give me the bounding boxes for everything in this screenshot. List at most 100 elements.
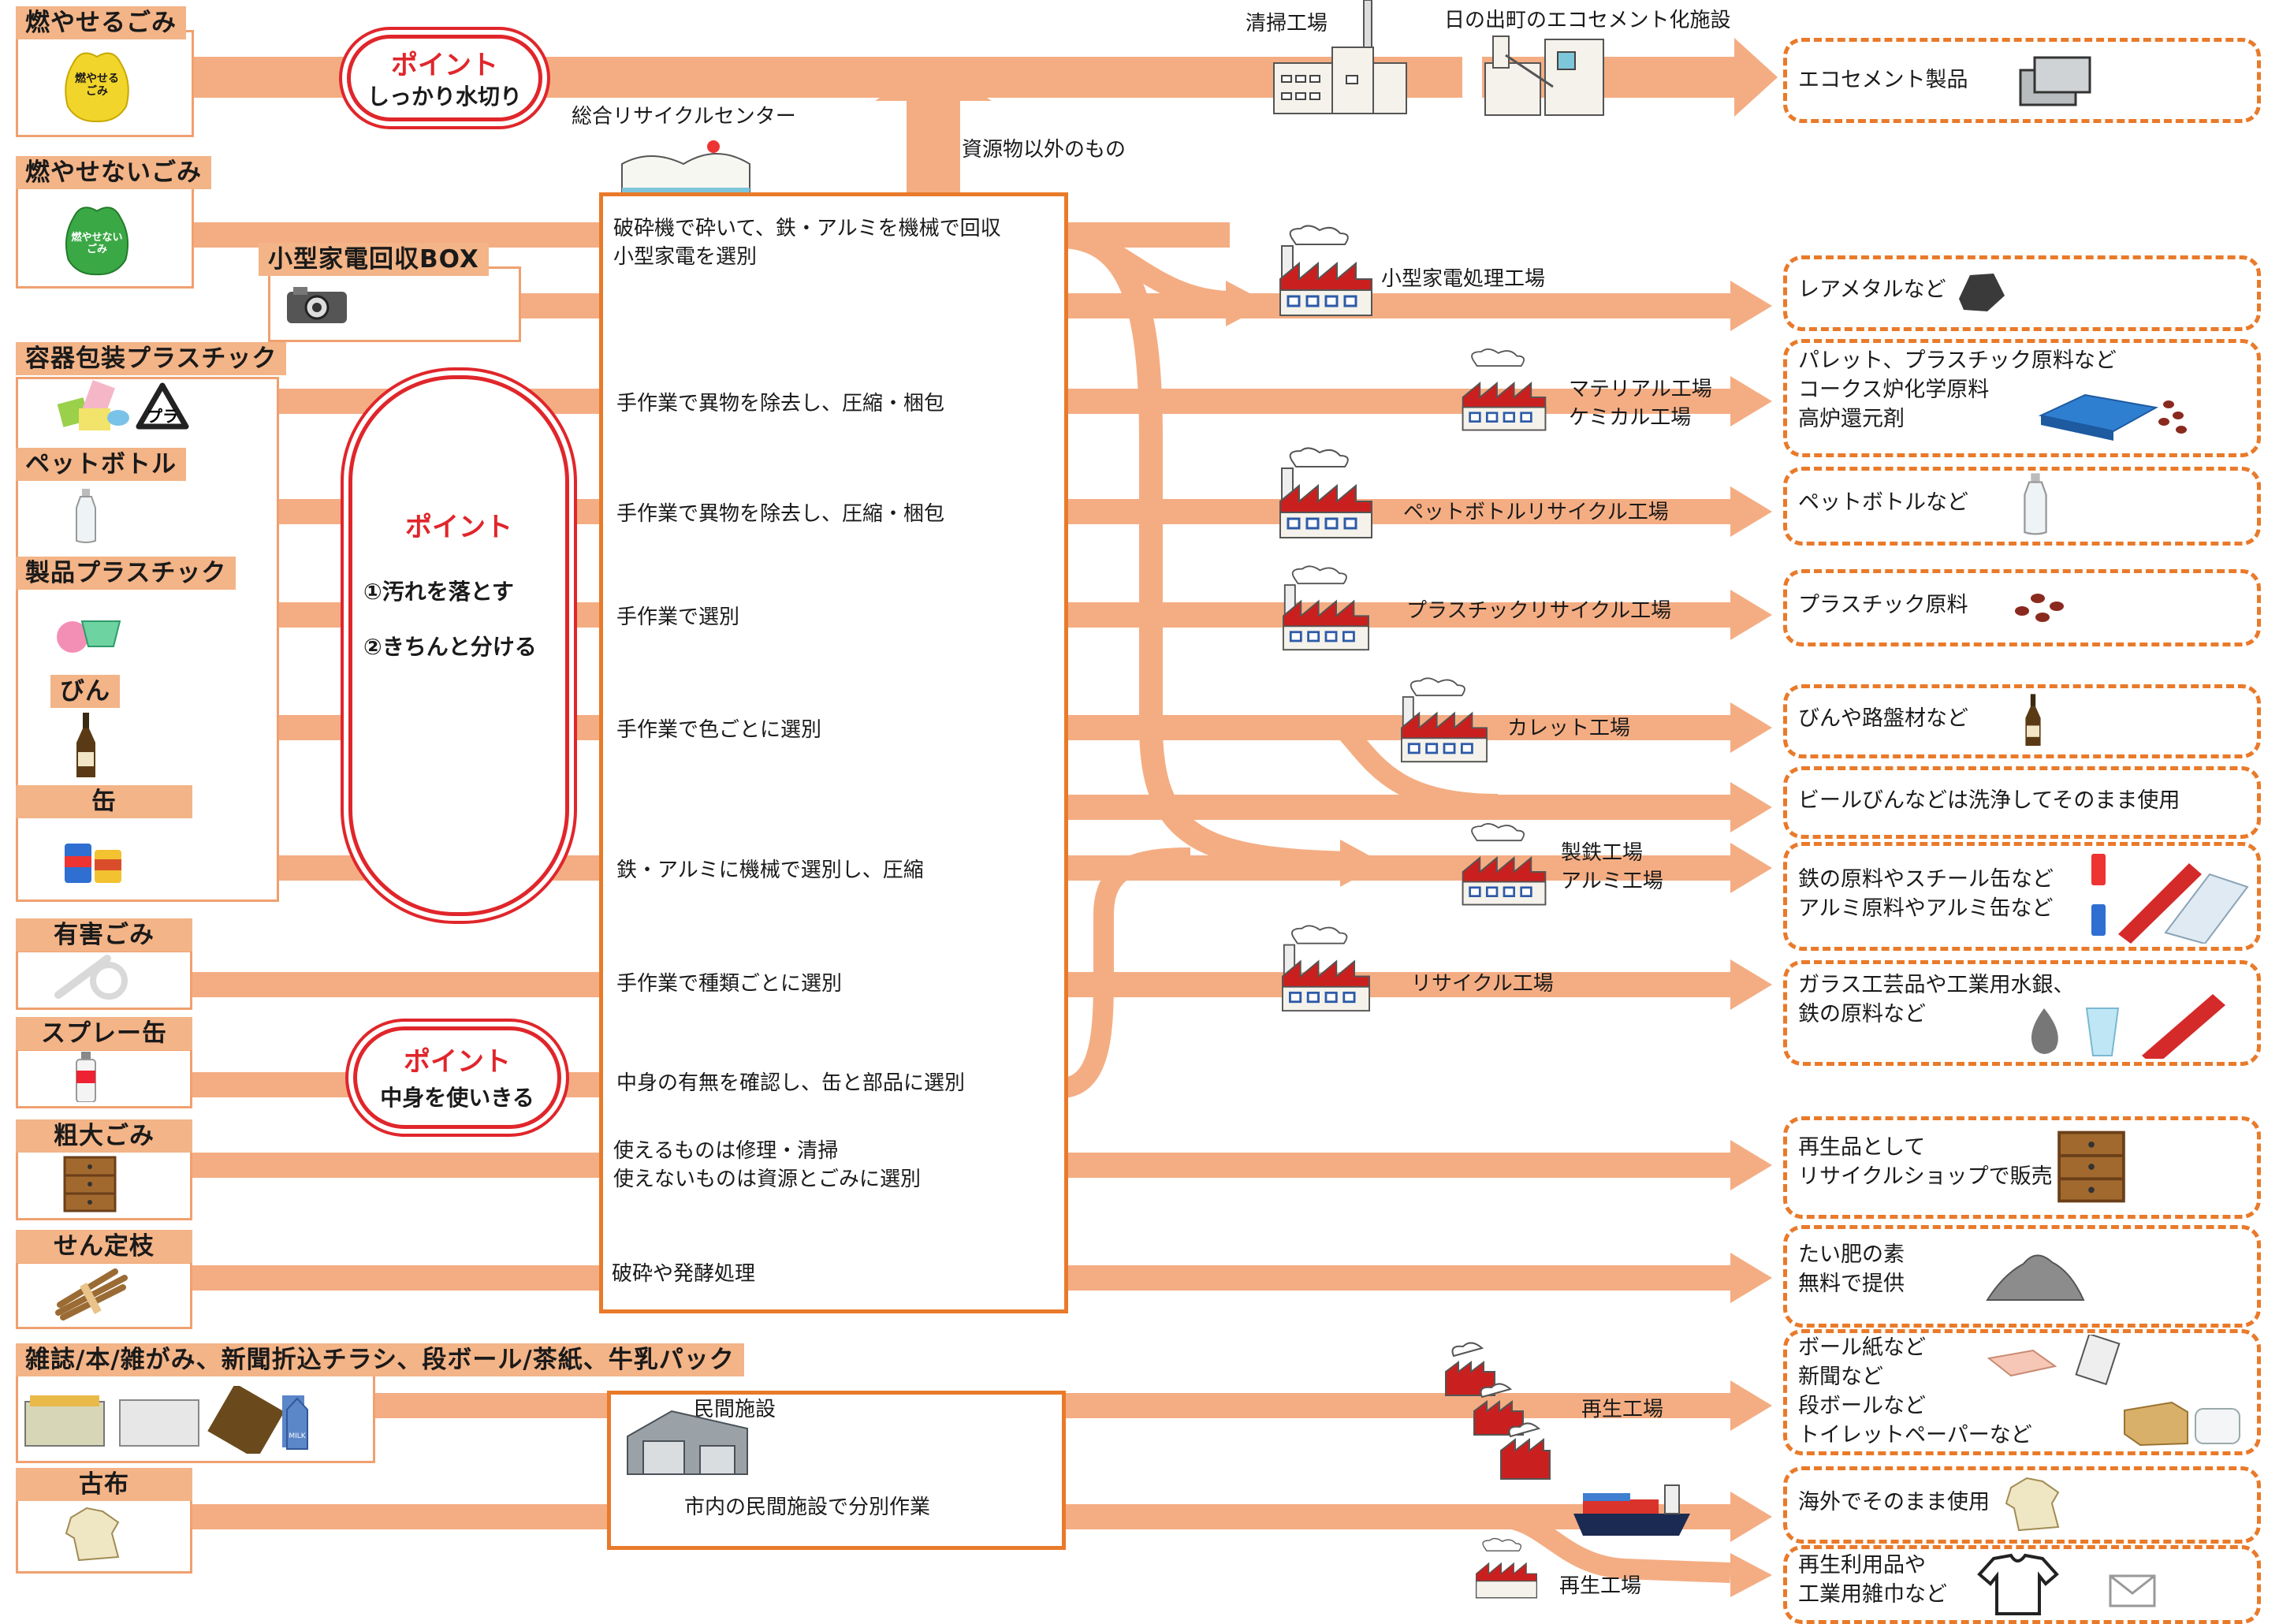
point-line2: ②きちんと分ける: [363, 630, 565, 661]
category-burnable: 燃やせるごみ: [16, 6, 186, 39]
cloth-icon: [2002, 1472, 2068, 1535]
output-text: 再生品として リサイクルショップで販売: [1798, 1133, 2053, 1191]
glass-bottle-icon: [74, 713, 98, 782]
output-cullet: びんや路盤材など: [1783, 684, 2261, 758]
output-text: エコセメント製品: [1798, 65, 1968, 95]
facility-pet: ペットボトルリサイクル工場: [1403, 498, 1669, 527]
point-title: ポイント: [352, 505, 565, 544]
branch-bundle-icon: [52, 1265, 131, 1325]
category-bottles: びん: [50, 675, 120, 708]
bag-text-burnable: 燃やせる ごみ: [61, 73, 132, 98]
center-other: 資源物以外のもの: [962, 136, 1126, 164]
process-step: 手作業で選別: [616, 603, 739, 631]
output-rags: 再生利用品や 工業用雑巾など: [1783, 1545, 2261, 1624]
plastic-pellet-icon: [2011, 583, 2066, 628]
output-text: 鉄の原料やスチール缶など アルミ原料やアルミ缶など: [1798, 865, 2054, 923]
process-step: 手作業で異物を除去し、圧縮・梱包: [616, 389, 944, 418]
warehouse-icon: [624, 1405, 750, 1479]
compost-pile-icon: [1984, 1240, 2087, 1306]
facility-cullet: カレット工場: [1507, 714, 1630, 743]
process-step: 手作業で異物を除去し、圧縮・梱包: [616, 500, 944, 528]
process-step: 手作業で色ごとに選別: [616, 716, 821, 744]
pallet-icon: [2038, 384, 2191, 442]
cement-block-icon: [2016, 53, 2095, 110]
process-step: 手作業で種類ごとに選別: [616, 970, 842, 998]
category-pet-bottle: ペットボトル: [16, 448, 186, 481]
incinerator-building-icon: [1271, 0, 1409, 120]
output-plastic: プラスチック原料: [1783, 569, 2261, 646]
svg-text:MILK: MILK: [289, 1432, 306, 1440]
factory-icon: [1460, 341, 1548, 441]
output-material: パレット、プラスチック原料など コークス炉化学原料 高炉還元剤: [1783, 339, 2261, 457]
facility-material: マテリアル工場 ケミカル工場: [1569, 375, 1712, 432]
output-text: レアメタルなど: [1798, 275, 1946, 304]
spray-card: [16, 1049, 192, 1108]
output-overseas: 海外でそのまま使用: [1783, 1466, 2261, 1544]
facility-ecocement: 日の出町のエコセメント化施設: [1444, 6, 1730, 35]
glass-bottle-icon: [2024, 693, 2043, 748]
output-hazardous: ガラス工芸品や工業用水銀、 鉄の原料など: [1783, 960, 2261, 1066]
pet-bottle-icon: [2022, 471, 2049, 538]
output-text: ビールびんなどは洗浄してそのまま使用: [1798, 786, 2180, 815]
process-step: 鉄・アルミに機械で選別し、圧縮: [616, 856, 924, 885]
drawer-chest-icon: [61, 1154, 118, 1217]
facility-regen1: 再生工場: [1581, 1395, 1663, 1424]
factory-icon: [1443, 1332, 1553, 1485]
output-ecocement: エコセメント製品: [1783, 38, 2261, 123]
pet-bottle-icon: [74, 489, 98, 547]
cloth-icon: [63, 1502, 126, 1568]
facility-recycle: リサイクル工場: [1411, 970, 1554, 998]
output-rare-metal: レアメタルなど: [1783, 255, 2261, 331]
spray-can-icon: [74, 1052, 98, 1105]
factory-icon: [1277, 446, 1375, 542]
svg-text:プラ: プラ: [147, 407, 178, 426]
point-line1: ①汚れを落とす: [363, 575, 565, 606]
steel-beam-icon: [2087, 846, 2252, 944]
point-body: 中身を使いきる: [357, 1081, 557, 1112]
paper-bundle-icon: [22, 1386, 306, 1457]
output-text: 再生利用品や 工業用雑巾など: [1798, 1551, 1947, 1609]
output-paper: ボール紙など 新聞など 段ボールなど トイレットペーパーなど: [1783, 1329, 2261, 1455]
category-packaging-plastic: 容器包装プラスチック: [16, 342, 286, 375]
output-reuse-shop: 再生品として リサイクルショップで販売: [1783, 1116, 2261, 1219]
category-spray: スプレー缶: [16, 1017, 192, 1050]
mercury-drop-icon: [2024, 989, 2244, 1059]
process-step: 破砕機で砕いて、鉄・アルミを機械で回収 小型家電を選別: [613, 214, 1001, 271]
process-step: 中身の有無を確認し、缶と部品に選別: [616, 1069, 965, 1097]
output-text: プラスチック原料: [1798, 590, 1968, 620]
point-title: ポイント: [357, 1040, 557, 1078]
fluorescent-tube-icon: [52, 952, 131, 1004]
category-pruning: せん定枝: [16, 1230, 192, 1263]
category-product-plastic: 製品プラスチック: [16, 557, 236, 590]
factory-icon: [1460, 820, 1548, 911]
process-step: 使えるものは修理・清掃 使えないものは資源とごみに選別: [613, 1137, 921, 1194]
category-cloth: 古布: [16, 1468, 192, 1501]
output-compost: たい肥の素 無料で提供: [1783, 1225, 2261, 1328]
category-paper: 雑誌/本/雑がみ、新聞折込チラシ、段ボール/茶紙、牛乳パック: [16, 1343, 744, 1376]
plastic-containers-icon: [55, 377, 134, 443]
drawer-chest-icon: [2055, 1128, 2128, 1205]
output-pet: ペットボトルなど: [1783, 467, 2261, 546]
category-hazardous: 有害ごみ: [16, 918, 192, 952]
output-text: 海外でそのまま使用: [1798, 1488, 1990, 1517]
center-name: 総合リサイクルセンター: [572, 102, 796, 131]
basket-icon: [52, 607, 123, 659]
point-title: ポイント: [351, 43, 538, 82]
factory-icon: [1277, 564, 1375, 654]
rare-metal-icon: [1953, 267, 2008, 315]
factory-icon: [1277, 924, 1375, 1015]
output-text: ペットボトルなど: [1798, 488, 1968, 517]
category-nonburnable: 燃やせないごみ: [16, 156, 211, 189]
can-icon: [60, 832, 131, 891]
output-beer-bottle: ビールびんなどは洗浄してそのまま使用: [1783, 766, 2261, 839]
output-text: たい肥の素 無料で提供: [1798, 1240, 1905, 1298]
factory-icon: [1474, 1536, 1539, 1604]
point-body: しっかり水切り: [351, 80, 538, 111]
category-cans: 缶: [16, 785, 192, 818]
output-text: びんや路盤材など: [1798, 704, 1968, 733]
camera-icon: [285, 284, 348, 328]
point-water-drain: ポイント しっかり水切り: [347, 35, 542, 121]
shirt-icon: [1970, 1552, 2167, 1615]
output-steel: 鉄の原料やスチール缶など アルミ原料やアルミ缶など: [1783, 842, 2261, 951]
facility-regen2: 再生工場: [1559, 1572, 1641, 1600]
